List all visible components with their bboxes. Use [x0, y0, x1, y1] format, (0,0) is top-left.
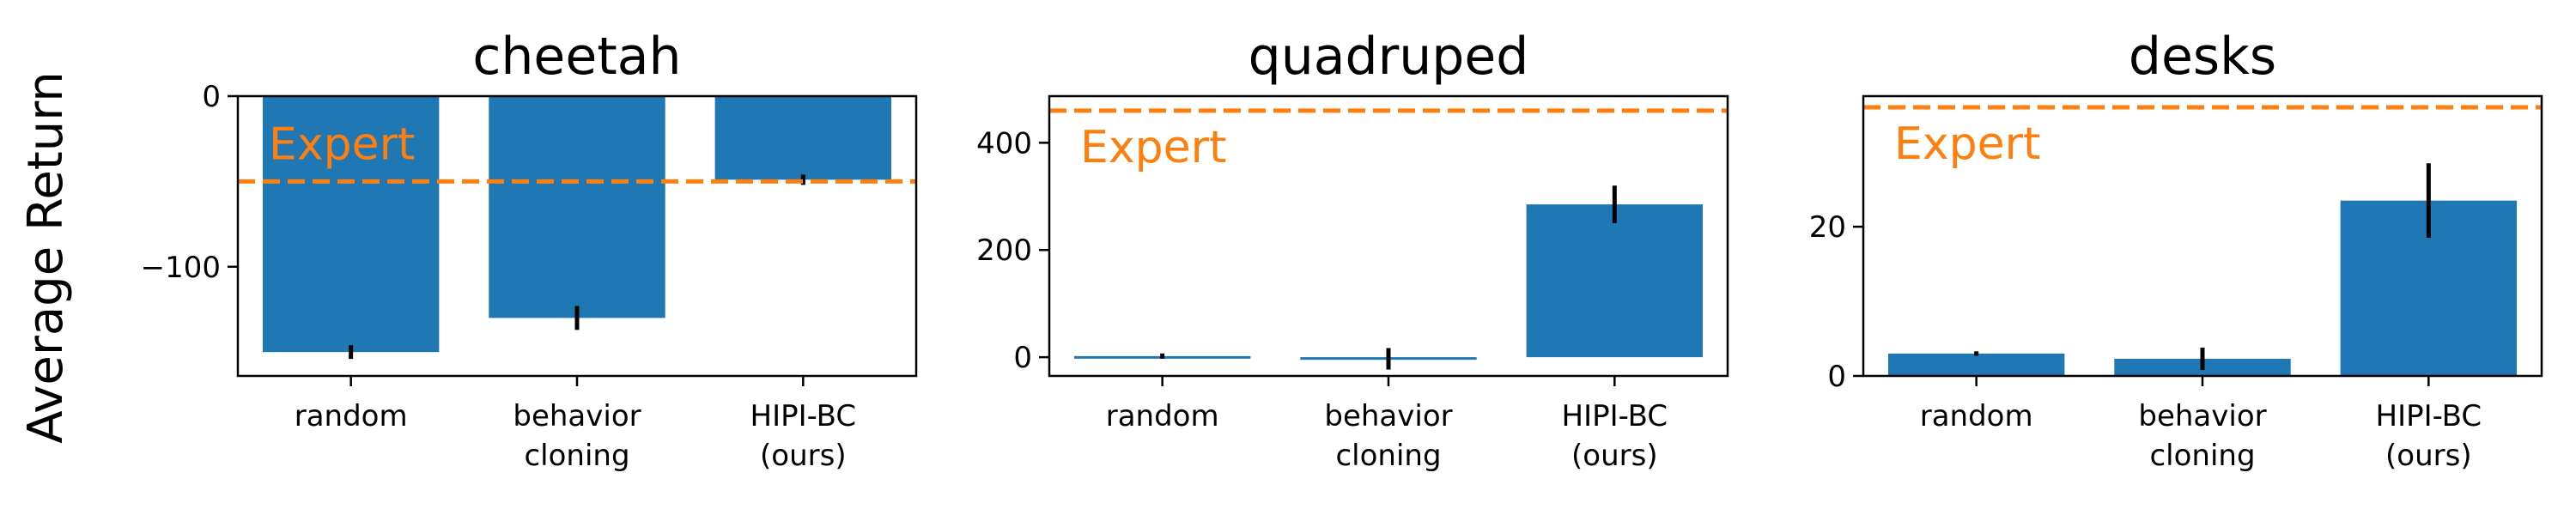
y-tick-label: 200 [976, 233, 1032, 268]
y-tick-label: 0 [1013, 341, 1032, 375]
y-axis-label: Average Return [18, 71, 74, 444]
bar-behavior-cloning [489, 96, 665, 318]
y-tick-label: 0 [202, 80, 221, 114]
bar-hipi-bc-ours- [1526, 204, 1704, 358]
y-tick-label: 400 [976, 126, 1032, 161]
chart-title: quadruped [1249, 27, 1529, 87]
bar-random [1887, 353, 2065, 376]
expert-label: Expert [1080, 122, 1226, 173]
chart-title: cheetah [472, 27, 681, 87]
x-tick-label: HIPI-BC(ours) [750, 399, 857, 473]
bar-hipi-bc-ours- [714, 96, 892, 180]
x-tick-label: random [295, 399, 408, 433]
y-tick-label: 20 [1809, 210, 1846, 245]
expert-label: Expert [269, 118, 415, 170]
x-tick-label: HIPI-BC(ours) [2376, 399, 2482, 473]
expert-label: Expert [1894, 118, 2040, 170]
y-tick-label: −100 [141, 251, 221, 285]
y-tick-label: 0 [1827, 360, 1846, 394]
x-tick-label: HIPI-BC(ours) [1562, 399, 1668, 473]
x-tick-label: random [1106, 399, 1219, 433]
bar-random [262, 96, 440, 353]
x-tick-label: random [1920, 399, 2033, 433]
chart-title: desks [2129, 27, 2276, 87]
